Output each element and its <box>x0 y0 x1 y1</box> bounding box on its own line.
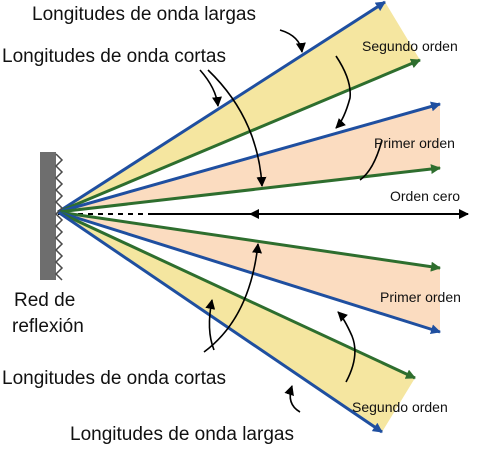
curve-arrow-long-bottom <box>284 385 301 413</box>
label-grating-line1: Red de <box>14 290 75 311</box>
ray-long-first-top <box>57 101 441 214</box>
ray-long-second-top <box>57 0 386 214</box>
ray-long-first-bottom <box>57 210 441 335</box>
ray-short-first-bottom <box>57 210 441 272</box>
curve-arrow-short-top-2 <box>207 69 267 187</box>
curve-arrow-short-bottom-1 <box>205 299 216 351</box>
curve-arrow-short-bottom-2 <box>203 243 263 353</box>
label-second-order-top: Segundo orden <box>362 38 458 54</box>
label-first-order-bottom: Primer orden <box>380 289 461 305</box>
curve-arrow-short-top-1 <box>199 69 222 107</box>
second-order-band-bottom <box>58 212 415 432</box>
label-grating-line2: reflexión <box>12 316 84 337</box>
label-first-order-top: Primer orden <box>374 135 455 151</box>
label-short-wavelengths-bottom: Longitudes de onda cortas <box>2 368 226 389</box>
label-second-order-bottom: Segundo orden <box>352 399 448 415</box>
ray-long-second-bottom <box>57 210 383 434</box>
label-long-wavelengths-bottom: Longitudes de onda largas <box>70 424 294 445</box>
ray-short-first-top <box>57 164 441 214</box>
label-long-wavelengths-top: Longitudes de onda largas <box>32 4 256 25</box>
label-zero-order: Orden cero <box>390 188 460 204</box>
second-order-band-top <box>58 2 420 212</box>
curve-arrow-long-top <box>279 29 306 53</box>
curve-arrow-second-top <box>335 55 352 129</box>
label-short-wavelengths-top: Longitudes de onda cortas <box>2 46 226 67</box>
reflection-grating <box>40 152 64 281</box>
curve-arrow-second-bottom <box>337 311 356 383</box>
curve-arrow-first-top <box>359 139 383 181</box>
ray-short-second-top <box>57 58 421 214</box>
